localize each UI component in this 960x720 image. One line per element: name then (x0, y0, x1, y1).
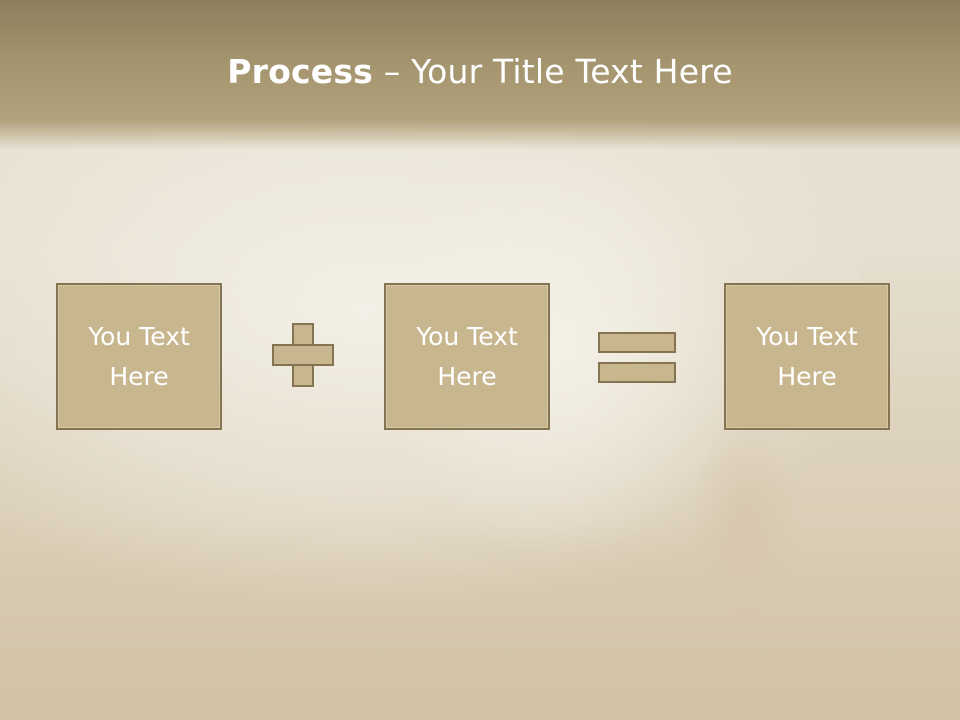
process-box-1[interactable]: You Text Here (56, 283, 222, 430)
title-bar (0, 0, 960, 150)
plus-icon-center (294, 346, 312, 364)
slide-title-rest: – Your Title Text Here (373, 52, 733, 91)
slide-title: Process – Your Title Text Here (0, 52, 960, 91)
equals-icon-bottom-bar (598, 362, 676, 383)
slide-title-bold: Process (227, 52, 374, 91)
background-sand (0, 520, 960, 720)
equals-icon-top-bar (598, 332, 676, 353)
process-box-2[interactable]: You Text Here (384, 283, 550, 430)
process-box-3[interactable]: You Text Here (724, 283, 890, 430)
process-box-2-label: You Text Here (416, 321, 518, 391)
process-box-1-label: You Text Here (88, 321, 190, 391)
process-box-3-label: You Text Here (756, 321, 858, 391)
